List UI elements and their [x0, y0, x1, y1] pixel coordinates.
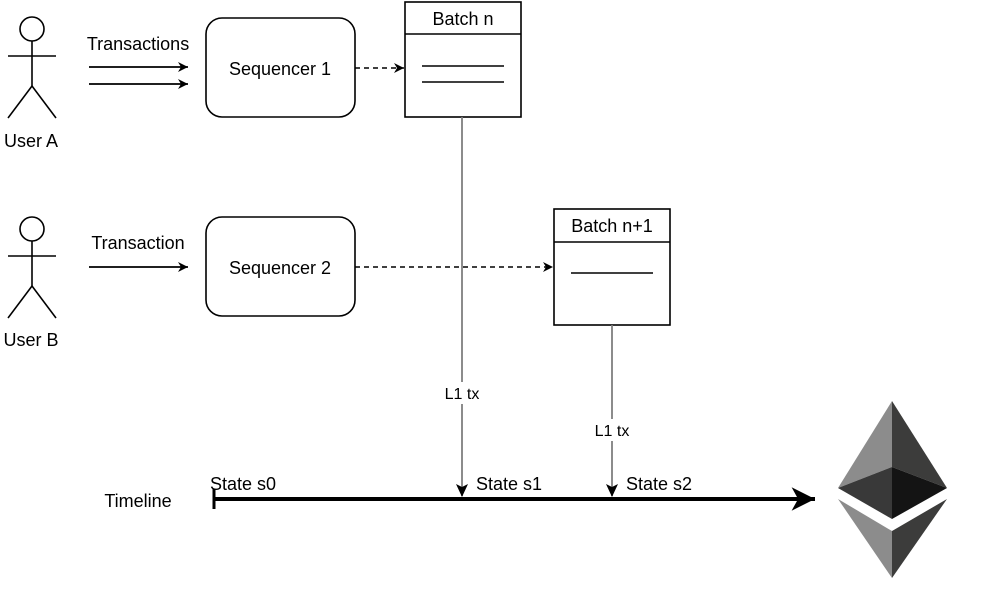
- batch-n1-frame: [553, 208, 671, 326]
- l1-tx-label-2-bg: [587, 419, 637, 441]
- state-s2-label: State s2: [626, 474, 692, 494]
- eth-mid-left-facet: [838, 467, 892, 519]
- user-b-right-leg: [31, 285, 57, 319]
- l1-tx-label-1: L1 tx: [445, 386, 480, 403]
- sequencer-1-label: Sequencer 1: [229, 59, 331, 79]
- l1-tx-label-1-bg: [437, 382, 487, 404]
- user-a-actor: [7, 16, 57, 119]
- state-s1-label: State s1: [476, 474, 542, 494]
- batch-n-frame: [404, 1, 522, 118]
- user-a-label: User A: [4, 131, 58, 151]
- batch-n1-title: Batch n+1: [571, 216, 653, 236]
- user-b-head: [19, 216, 45, 242]
- user-a-right-leg: [31, 85, 57, 119]
- batch-n1-box: [553, 208, 671, 326]
- l1-tx-label-2: L1 tx: [595, 423, 630, 440]
- eth-bottom-left-facet: [838, 499, 892, 578]
- transactions-label: Transactions: [87, 34, 189, 54]
- eth-top-left-facet: [838, 401, 892, 488]
- transaction-label: Transaction: [91, 233, 184, 253]
- user-b-actor: [7, 216, 57, 319]
- user-a-head: [19, 16, 45, 42]
- sequencer-2-label: Sequencer 2: [229, 258, 331, 278]
- batch-n1-l1-tx-arrowhead: [606, 484, 618, 497]
- eth-mid-right-facet: [892, 467, 947, 519]
- batch-n-l1-tx-arrowhead: [456, 484, 468, 497]
- batch-n-box: [404, 1, 522, 118]
- eth-top-right-facet: [892, 401, 947, 488]
- timeline-label: Timeline: [104, 491, 171, 511]
- user-a-left-leg: [7, 85, 33, 119]
- user-b-left-leg: [7, 285, 33, 319]
- state-s0-label: State s0: [210, 474, 276, 494]
- user-b-label: User B: [3, 330, 58, 350]
- ethereum-logo-icon: [838, 401, 947, 578]
- eth-bottom-right-facet: [892, 499, 947, 578]
- batch-n-title: Batch n: [432, 9, 493, 29]
